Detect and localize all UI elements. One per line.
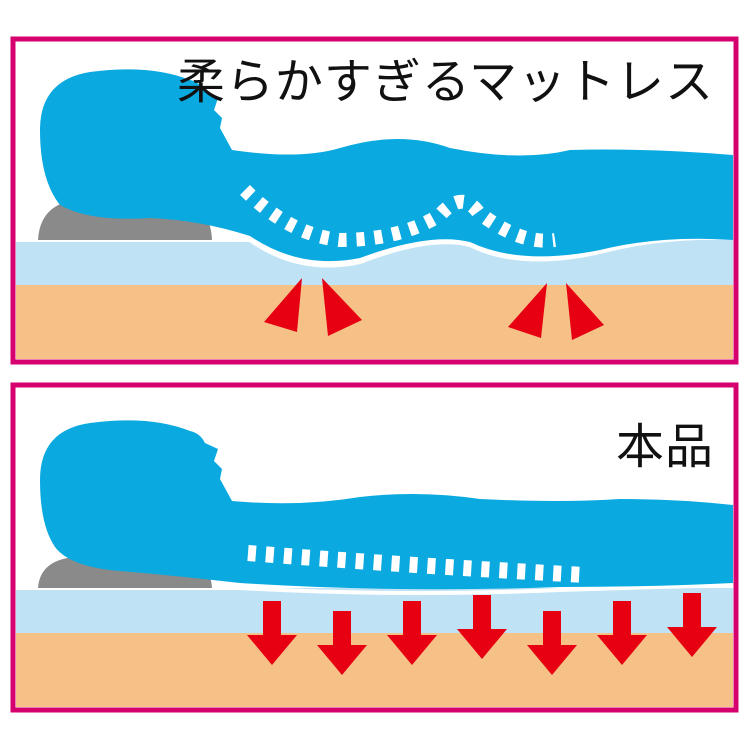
down-arrow bbox=[457, 595, 507, 659]
spine-line bbox=[247, 545, 586, 583]
panel-label: 本品 bbox=[615, 419, 714, 475]
mattress-top-line bbox=[16, 235, 734, 268]
mattress-layer bbox=[16, 237, 733, 285]
down-arrow bbox=[597, 601, 647, 665]
soft-mattress-illustration bbox=[10, 36, 739, 365]
mattress-top-line bbox=[16, 583, 734, 596]
floor-layer bbox=[16, 285, 733, 359]
pressure-wedge bbox=[508, 283, 547, 338]
panel-soft-mattress: 柔らかすぎるマットレス bbox=[10, 36, 739, 365]
down-arrows bbox=[247, 593, 717, 675]
down-arrow bbox=[317, 611, 367, 675]
down-arrow bbox=[667, 593, 717, 657]
pressure-wedge bbox=[566, 283, 604, 340]
pressure-wedges bbox=[264, 278, 604, 340]
pressure-wedge bbox=[264, 278, 302, 332]
pressure-wedge bbox=[322, 278, 362, 336]
body-silhouette bbox=[40, 69, 733, 262]
panel-label: 柔らかすぎるマットレス bbox=[176, 54, 714, 110]
panel-product-mattress: 本品 bbox=[0, 375, 750, 750]
down-arrow bbox=[527, 611, 577, 675]
body-silhouette bbox=[40, 420, 733, 590]
down-arrow bbox=[387, 601, 437, 665]
spine-curve bbox=[240, 185, 556, 248]
down-arrow bbox=[247, 601, 297, 665]
product-mattress-illustration bbox=[10, 382, 739, 713]
